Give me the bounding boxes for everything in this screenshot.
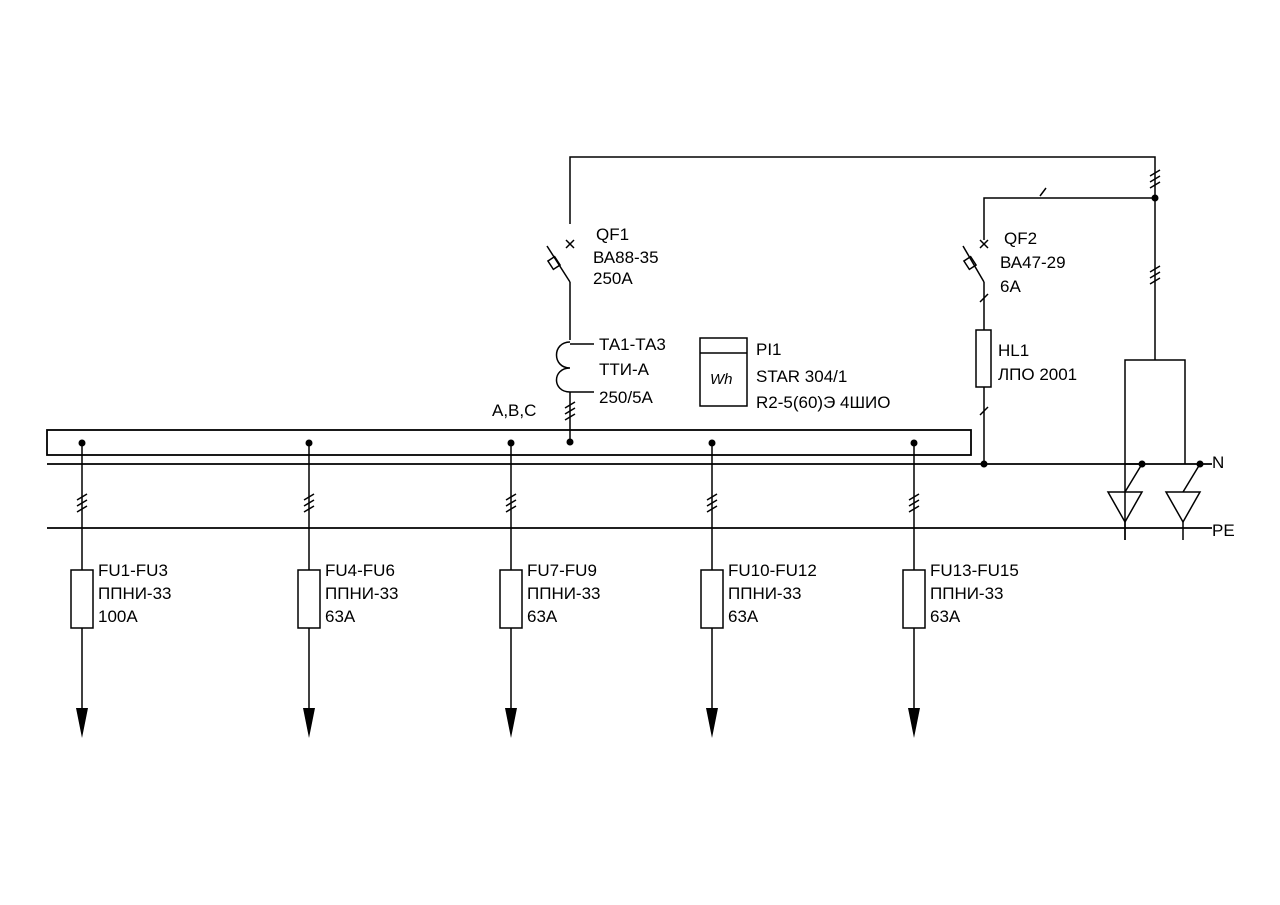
- fuse-designation: FU4-FU6: [325, 561, 395, 580]
- fuse-rating: 63А: [930, 607, 961, 626]
- cable-tick-marks: [1149, 169, 1161, 285]
- fuse-symbol: [499, 569, 523, 629]
- outgoing-arrow: [76, 708, 88, 738]
- meter-designation: PI1: [756, 340, 782, 359]
- lamp-designation: HL1: [998, 341, 1029, 360]
- fuse-rating: 63А: [325, 607, 356, 626]
- qf1-designation: QF1: [596, 225, 629, 244]
- qf2-type: ВА47-29: [1000, 253, 1066, 272]
- fuse-symbol: [902, 569, 926, 629]
- fuse-type: ППНИ-33: [728, 584, 802, 603]
- meter-spec: R2-5(60)Э 4ШИО: [756, 393, 891, 412]
- outgoing-feeders: FU1-FU3ППНИ-33100АFU4-FU6ППНИ-3363АFU7-F…: [70, 439, 1019, 738]
- phase-busbar: [46, 429, 972, 456]
- outgoing-arrow: [303, 708, 315, 738]
- fuse-rating: 100А: [98, 607, 138, 626]
- meter-type: STAR 304/1: [756, 367, 847, 386]
- surge-arresters: [1106, 359, 1204, 540]
- ct-ratio: 250/5А: [599, 388, 654, 407]
- qf1-type: ВА88-35: [593, 248, 659, 267]
- qf2-branch: [962, 187, 1155, 468]
- fuse-type: ППНИ-33: [98, 584, 172, 603]
- outgoing-arrow: [706, 708, 718, 738]
- qf2-designation: QF2: [1004, 229, 1037, 248]
- qf1-breaker-symbol: [546, 239, 575, 340]
- fuse-type: ППНИ-33: [325, 584, 399, 603]
- fuse-type: ППНИ-33: [527, 584, 601, 603]
- main-feeder: [569, 156, 1161, 360]
- qf2-rating: 6А: [1000, 277, 1021, 296]
- fuse-symbol: [297, 569, 321, 629]
- lamp-type: ЛПО 2001: [998, 365, 1077, 384]
- outgoing-arrow: [505, 708, 517, 738]
- fuse-rating: 63А: [728, 607, 759, 626]
- fuse-type: ППНИ-33: [930, 584, 1004, 603]
- ct-type: ТТИ-А: [599, 360, 650, 379]
- lamp-symbol: [975, 329, 992, 388]
- qf1-rating: 250А: [593, 269, 633, 288]
- pe-label: PE: [1212, 521, 1235, 540]
- fuse-symbol: [70, 569, 94, 629]
- fuse-symbol: [700, 569, 724, 629]
- incoming-cable: [569, 156, 1156, 360]
- current-transformer-symbol: [555, 341, 594, 446]
- meter-symbol: Wh: [710, 371, 733, 388]
- fuse-designation: FU13-FU15: [930, 561, 1019, 580]
- phases-label: A,B,C: [492, 401, 536, 420]
- fuse-designation: FU7-FU9: [527, 561, 597, 580]
- fuse-designation: FU10-FU12: [728, 561, 817, 580]
- ct-designation: ТА1-ТА3: [599, 335, 666, 354]
- fuse-designation: FU1-FU3: [98, 561, 168, 580]
- fuse-rating: 63А: [527, 607, 558, 626]
- outgoing-arrow: [908, 708, 920, 738]
- energy-meter-symbol: Wh: [699, 337, 748, 407]
- neutral-label: N: [1212, 453, 1224, 472]
